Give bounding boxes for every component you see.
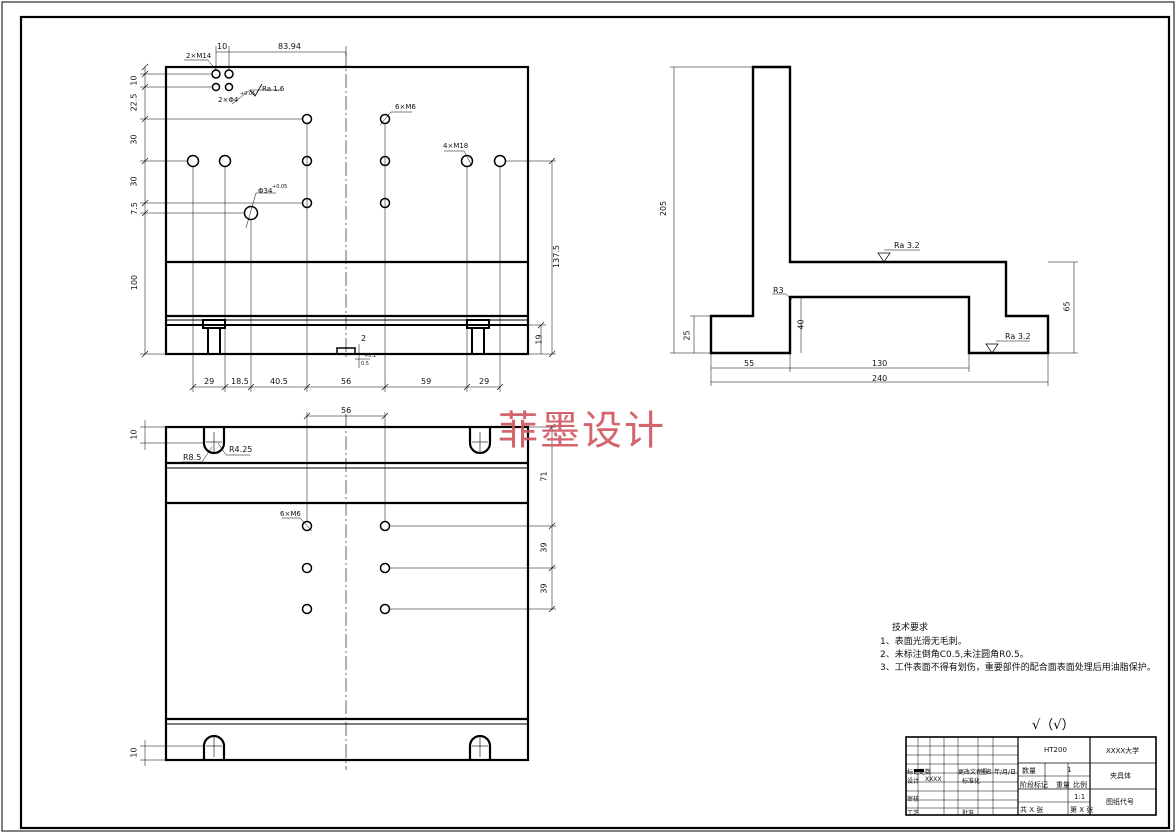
side-radius-r3: R3 — [773, 286, 784, 295]
side-dim-240: 240 — [872, 374, 888, 383]
tech-req-item-1: 1、表面光滑无毛刺。 — [880, 637, 967, 647]
side-dim-40: 40 — [796, 319, 806, 330]
callout-slot-2: 2 — [361, 334, 367, 343]
tb-std: 标准化 — [962, 778, 981, 785]
top-dim-10-bottom: 10 — [129, 747, 139, 758]
dim-bottom-405: 40.5 — [270, 377, 288, 386]
callout-phi34: Φ34 — [258, 187, 273, 195]
side-dim-25: 25 — [682, 330, 692, 341]
tb-sheet-no: 第 X 张 — [1070, 806, 1094, 814]
watermark-text: 菲墨设计 — [498, 408, 666, 454]
dim-bottom-29a: 29 — [204, 377, 215, 386]
callout-slot-tol: +0.1 — [364, 353, 377, 359]
tb-row-count: 处数 — [919, 769, 932, 776]
dim-left-100: 100 — [130, 274, 140, 291]
side-ra-top: Ra 3.2 — [894, 241, 920, 250]
tb-row-file: 更改文件号 — [958, 769, 989, 776]
tb-row-date: 年/月/日 — [994, 769, 1017, 776]
top-dim-10-top: 10 — [129, 429, 139, 440]
callout-phi4-tol: +0.05 — [240, 91, 256, 97]
side-ra-bottom: Ra 3.2 — [1005, 332, 1031, 341]
tb-scale: 1:1 — [1074, 793, 1086, 801]
tb-stage-label: 阶段标记 — [1020, 781, 1048, 789]
tb-craft: 工艺 — [907, 810, 920, 817]
side-view — [670, 65, 1078, 386]
callout-2phi4: 2×Φ4 — [218, 96, 239, 104]
tb-approve: 批准 — [962, 810, 975, 817]
tb-material: HT200 — [1044, 746, 1067, 754]
side-dim-205: 205 — [659, 200, 669, 217]
dim-bottom-56: 56 — [341, 377, 352, 386]
tb-qty: 1 — [1067, 766, 1072, 774]
callout-slot-depth: 0.5 — [361, 361, 369, 367]
side-dim-55: 55 — [744, 359, 755, 368]
tech-req-item-3: 3、工件表面不得有划伤，重要部件的配合面表面处理后用油脂保护。 — [880, 663, 1156, 673]
tb-part-name: 夹具体 — [1110, 772, 1131, 780]
top-dim-56: 56 — [341, 406, 352, 415]
tb-qty-label: 数量 — [1022, 767, 1036, 775]
tb-row-sign: 签名 — [980, 769, 993, 776]
tb-scale-label: 比例 — [1073, 781, 1087, 789]
dim-left-10: 10 — [129, 75, 139, 86]
tech-req-title: 技术要求 — [892, 623, 929, 633]
side-dim-130: 130 — [872, 359, 888, 368]
dim-bottom-185: 18.5 — [231, 377, 249, 386]
tb-row-mark: 标记 — [907, 769, 920, 776]
dim-top-8394: 83.94 — [278, 42, 301, 51]
top-dim-71: 71 — [539, 471, 549, 482]
tb-design-name: XXXX — [925, 776, 942, 783]
tb-school: XXXX大学 — [1106, 747, 1140, 755]
dim-left-75: 7.5 — [129, 202, 139, 215]
callout-2m14: 2×M14 — [186, 52, 212, 60]
tb-check: 审核 — [907, 796, 920, 803]
side-dim-65: 65 — [1062, 301, 1072, 312]
callout-ra16: Ra 1.6 — [262, 85, 285, 93]
dim-bottom-59: 59 — [421, 377, 432, 386]
top-6m6: 6×M6 — [280, 510, 301, 518]
tech-req-item-2: 2、未标注倒角C0.5,未注圆角R0.5。 — [880, 650, 1029, 660]
dim-left-30a: 30 — [129, 134, 139, 145]
general-roughness-mark: √（√） — [1032, 718, 1075, 733]
front-view — [140, 46, 556, 392]
dim-right-19: 19 — [534, 334, 544, 345]
tb-weight-label: 重量 — [1056, 781, 1070, 789]
dim-left-225: 22.5 — [129, 93, 139, 112]
top-r85: R8.5 — [183, 453, 202, 462]
callout-4m18: 4×M18 — [443, 142, 469, 150]
title-block — [905, 736, 1157, 816]
callout-6m6: 6×M6 — [395, 103, 416, 111]
top-dim-39b: 39 — [539, 583, 549, 594]
tb-design: 设计 — [907, 778, 920, 785]
top-view — [140, 412, 556, 770]
dim-bottom-29b: 29 — [479, 377, 490, 386]
callout-phi34-tol: +0.05 — [272, 184, 288, 190]
tb-drawing-no: 图纸代号 — [1106, 798, 1134, 806]
dim-right-1375: 137.5 — [551, 245, 561, 268]
top-dim-39a: 39 — [539, 542, 549, 553]
tb-sheet-total: 共 X 张 — [1020, 806, 1044, 814]
dim-left-30b: 30 — [129, 176, 139, 187]
dim-top-10: 10 — [217, 42, 228, 51]
top-r425: R4.25 — [229, 445, 253, 454]
